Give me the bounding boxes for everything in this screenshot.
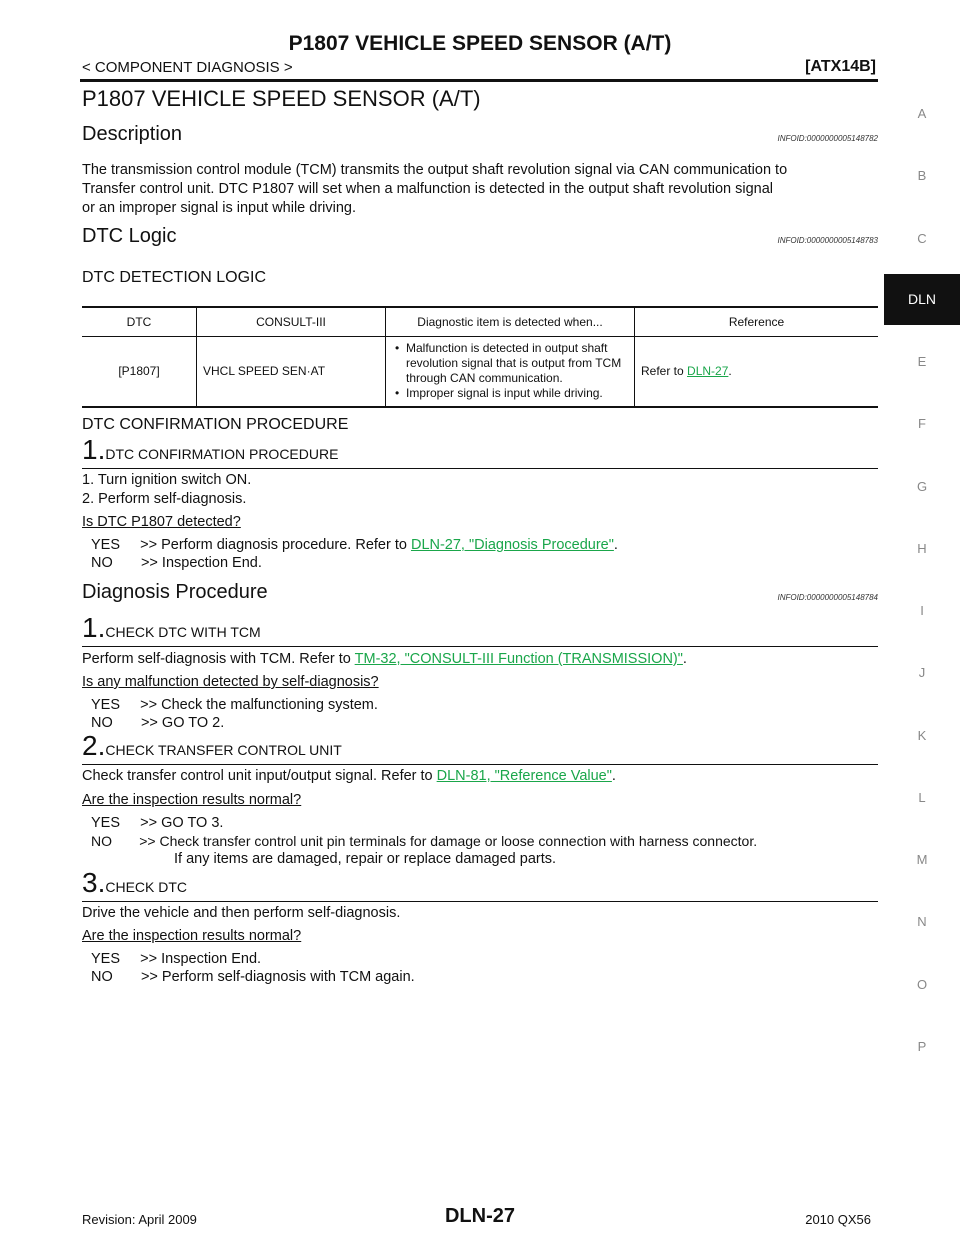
condition-item: Malfunction is detected in output shaft … — [395, 341, 628, 386]
diagnosis-step-1: 1.CHECK DTC WITH TCM — [82, 612, 261, 644]
side-index-f[interactable]: F — [918, 416, 926, 431]
reference-suffix: . — [728, 364, 732, 379]
instruction-line: 1. Turn ignition switch ON. — [82, 472, 252, 488]
confirmation-step-1: 1.DTC CONFIRMATION PROCEDURE — [82, 434, 338, 466]
side-index-j[interactable]: J — [918, 665, 926, 680]
reference-value-link[interactable]: DLN-81, "Reference Value" — [436, 768, 612, 784]
side-index-c[interactable]: C — [917, 231, 927, 246]
step-rule — [82, 764, 878, 765]
diagnosis-step-3: 3.CHECK DTC — [82, 867, 187, 899]
side-index-n[interactable]: N — [917, 914, 927, 929]
step-number: 1. — [82, 434, 106, 465]
step-question: Is any malfunction detected by self-diag… — [82, 674, 379, 690]
step-number: 1. — [82, 612, 106, 643]
step-title: CHECK TRANSFER CONTROL UNIT — [105, 742, 342, 758]
consult-function-link[interactable]: TM-32, "CONSULT-III Function (TRANSMISSI… — [354, 651, 683, 667]
instruction-line: 2. Perform self-diagnosis. — [82, 491, 247, 507]
description-line: Transfer control unit. DTC P1807 will se… — [82, 181, 773, 197]
instruction-text: Perform self-diagnosis with TCM. Refer t… — [82, 651, 355, 667]
instruction-suffix: . — [611, 768, 616, 784]
header-rule — [80, 79, 878, 82]
side-index-dln-active[interactable]: DLN — [884, 274, 960, 325]
dtc-code: [P1807] — [82, 336, 197, 408]
step-rule — [82, 468, 878, 469]
diagnosis-procedure-link[interactable]: DLN-27, "Diagnosis Procedure" — [410, 537, 614, 553]
description-text: The transmission control module (TCM) tr… — [82, 161, 878, 218]
diagnosis-infoid: INFOID:0000000005148784 — [777, 593, 878, 602]
col-detected-when: Diagnostic item is detected when... — [385, 306, 635, 337]
step-question: Is DTC P1807 detected? — [82, 514, 241, 530]
side-index-e[interactable]: E — [917, 354, 927, 369]
col-reference: Reference — [634, 306, 878, 337]
description-line: The transmission control module (TCM) tr… — [82, 162, 788, 178]
reference-link[interactable]: DLN-27 — [687, 364, 729, 379]
page-number: DLN-27 — [444, 1205, 515, 1227]
dtc-logic-heading: DTC Logic — [82, 225, 177, 247]
table-header-row: DTC CONSULT-III Diagnostic item is detec… — [82, 306, 878, 337]
step-rule — [82, 901, 878, 902]
instruction-text: Check transfer control unit input/output… — [82, 768, 437, 784]
side-index-h[interactable]: H — [917, 541, 927, 556]
step-number: 3. — [82, 867, 106, 898]
side-index-k[interactable]: K — [917, 728, 927, 743]
revision-date: Revision: April 2009 — [82, 1212, 197, 1227]
side-index-b[interactable]: B — [917, 168, 927, 183]
description-line: or an improper signal is input while dri… — [82, 200, 357, 216]
description-heading: Description — [82, 123, 183, 145]
col-consult: CONSULT-III — [196, 306, 386, 337]
section-label: < COMPONENT DIAGNOSIS > — [82, 59, 293, 76]
step-title: CHECK DTC WITH TCM — [105, 624, 261, 640]
instruction-line: Check transfer control unit input/output… — [82, 768, 616, 784]
condition-list: Malfunction is detected in output shaft … — [392, 341, 628, 401]
answer-yes: YES >> Check the malfunctioning system. — [91, 697, 378, 713]
model-code: [ATX14B] — [805, 58, 876, 75]
reference-cell: Refer to DLN-27. — [634, 336, 878, 408]
side-index-l[interactable]: L — [918, 790, 926, 805]
side-index-o[interactable]: O — [916, 977, 928, 992]
condition-item: Improper signal is input while driving. — [395, 386, 628, 401]
running-header-title: P1807 VEHICLE SPEED SENSOR (A/T) — [288, 32, 672, 55]
consult-item: VHCL SPEED SEN·AT — [196, 336, 386, 408]
side-index-m[interactable]: M — [916, 852, 928, 867]
diagnosis-heading: Diagnosis Procedure — [82, 581, 268, 603]
page-title: P1807 VEHICLE SPEED SENSOR (A/T) — [82, 86, 481, 111]
answer-yes: YES >> GO TO 3. — [91, 815, 224, 831]
answer-no: NO >> GO TO 2. — [91, 715, 225, 731]
answer-suffix: . — [613, 537, 618, 553]
answer-no: NO >> Check transfer control unit pin te… — [91, 833, 758, 849]
table-row: [P1807] VHCL SPEED SEN·AT Malfunction is… — [82, 336, 878, 408]
instruction-line: Perform self-diagnosis with TCM. Refer t… — [82, 651, 687, 667]
answer-no: NO >> Perform self-diagnosis with TCM ag… — [91, 969, 415, 985]
description-infoid: INFOID:0000000005148782 — [777, 134, 878, 143]
answer-no: NO >> Inspection End. — [91, 555, 262, 571]
answer-text: YES >> Perform diagnosis procedure. Refe… — [91, 537, 411, 553]
side-index-a[interactable]: A — [917, 106, 927, 121]
answer-yes: YES >> Perform diagnosis procedure. Refe… — [91, 537, 618, 553]
side-index-g[interactable]: G — [916, 479, 928, 494]
answer-no-continued: If any items are damaged, repair or repl… — [174, 851, 557, 867]
detection-conditions: Malfunction is detected in output shaft … — [385, 336, 635, 408]
detection-logic-heading: DTC DETECTION LOGIC — [82, 269, 267, 286]
dtc-logic-infoid: INFOID:0000000005148783 — [777, 236, 878, 245]
instruction-suffix: . — [682, 651, 687, 667]
confirmation-heading: DTC CONFIRMATION PROCEDURE — [82, 416, 349, 433]
instruction-line: Drive the vehicle and then perform self-… — [82, 905, 401, 921]
side-index-i[interactable]: I — [920, 603, 924, 618]
dtc-table: DTC CONSULT-III Diagnostic item is detec… — [82, 306, 878, 408]
step-question: Are the inspection results normal? — [82, 792, 302, 808]
side-index-p[interactable]: P — [917, 1039, 927, 1054]
step-rule — [82, 646, 878, 647]
step-question: Are the inspection results normal? — [82, 928, 302, 944]
step-number: 2. — [82, 730, 106, 761]
answer-yes: YES >> Inspection End. — [91, 951, 262, 967]
diagnosis-step-2: 2.CHECK TRANSFER CONTROL UNIT — [82, 730, 342, 762]
reference-prefix: Refer to — [641, 364, 688, 379]
step-title: CHECK DTC — [105, 879, 188, 895]
col-dtc: DTC — [82, 306, 197, 337]
model-year: 2010 QX56 — [805, 1212, 871, 1227]
step-title: DTC CONFIRMATION PROCEDURE — [105, 446, 339, 462]
